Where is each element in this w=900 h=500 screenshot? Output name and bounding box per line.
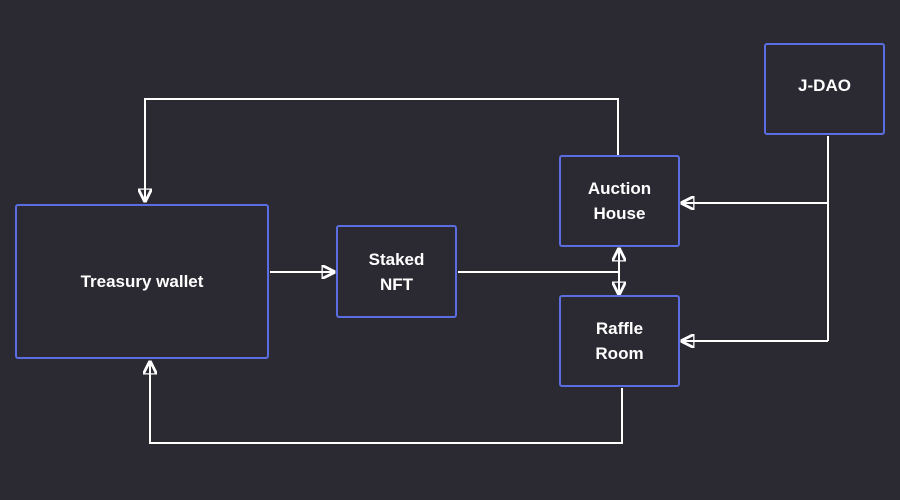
j-dao-node: J-DAO [764, 43, 885, 135]
edge-raffle-to-treasury [150, 362, 623, 444]
auction-house-node: Auction House [559, 155, 680, 247]
raffle-room-label: Raffle Room [595, 319, 644, 363]
auction-house-label: Auction House [587, 179, 652, 223]
edge-auction-to-treasury [145, 98, 619, 201]
raffle-room-node: Raffle Room [559, 295, 680, 387]
treasury-wallet-node: Treasury wallet [15, 204, 269, 359]
staked-nft-node: Staked NFT [336, 225, 457, 318]
j-dao-label: J-DAO [798, 76, 851, 95]
treasury-wallet-label: Treasury wallet [80, 272, 204, 291]
staked-nft-label: Staked NFT [368, 249, 425, 294]
